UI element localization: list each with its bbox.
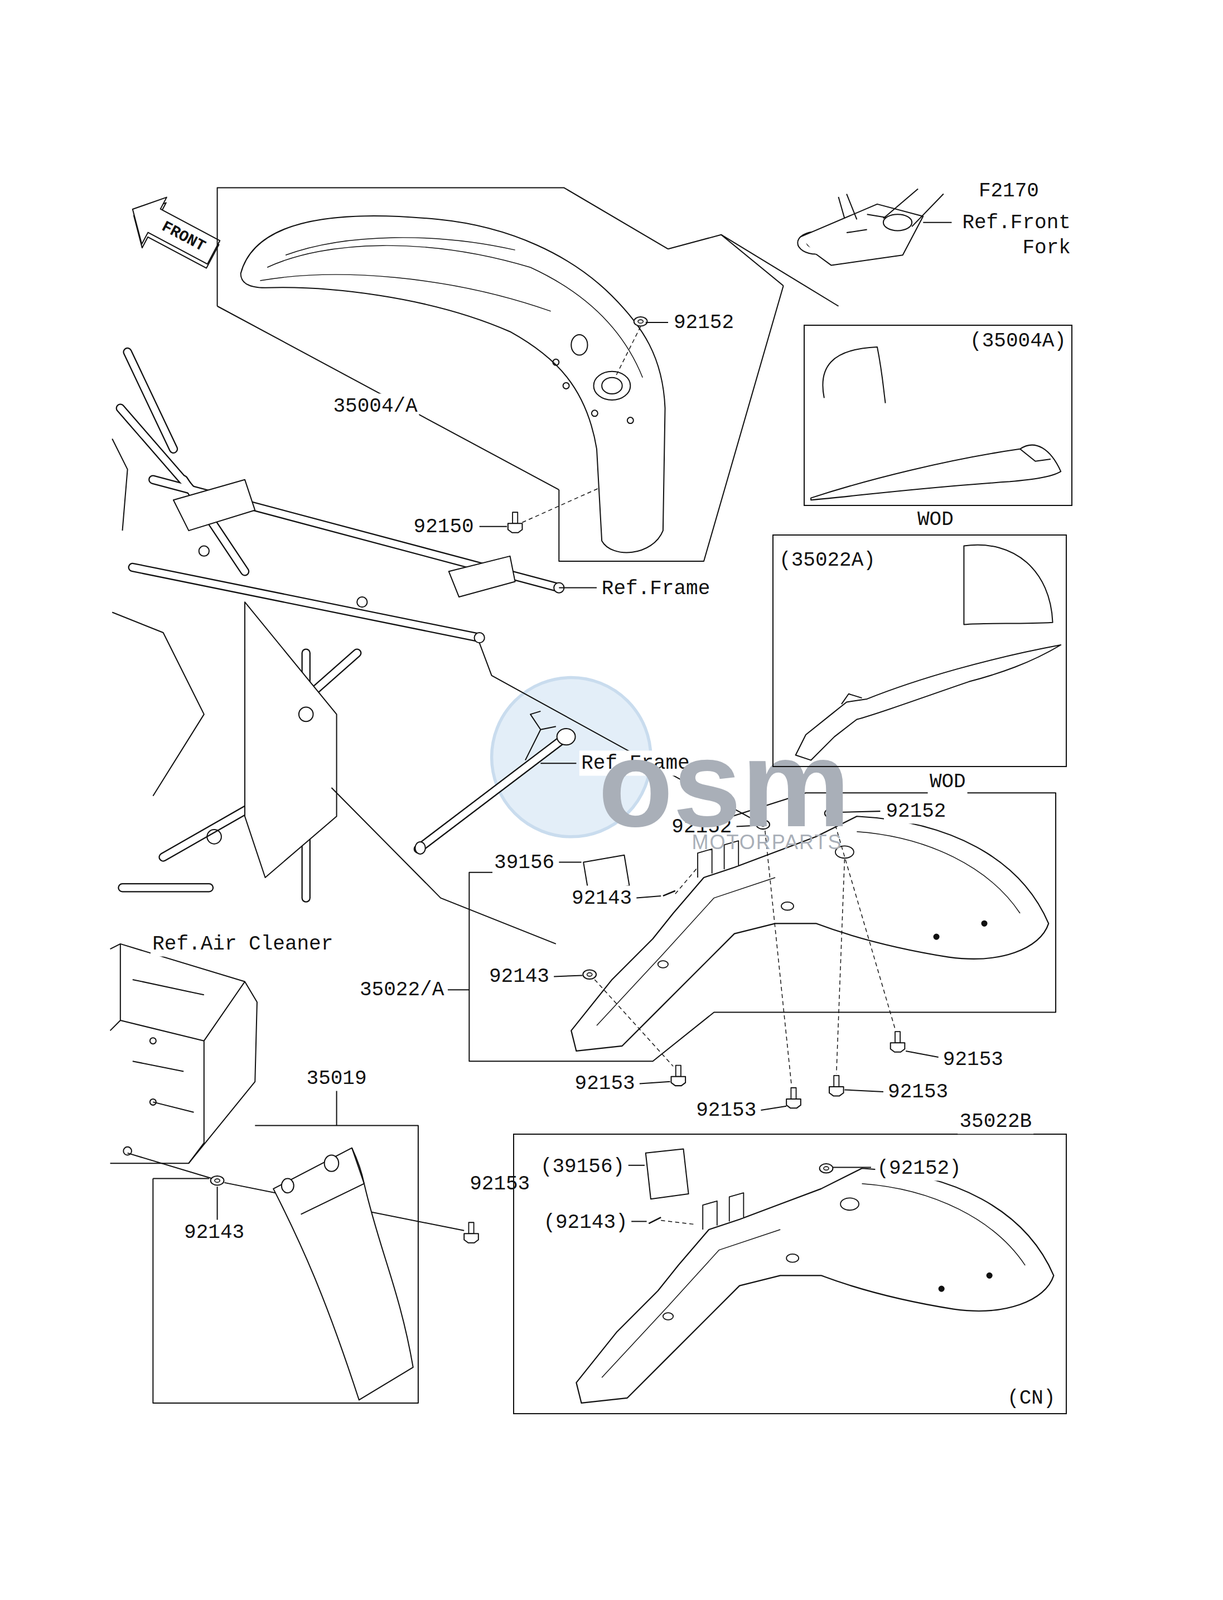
market-code: WOD — [915, 506, 956, 533]
callout-number: 92143 — [569, 885, 634, 911]
reference-label: Ref.Front Fork — [955, 210, 1073, 261]
market-code: (CN) — [1005, 1384, 1057, 1410]
variant-box: 35022B(39156)(92152)(92143)(CN) — [513, 1133, 1067, 1414]
direction-label: FRONT — [156, 216, 211, 258]
callout-number: 92150 — [412, 513, 476, 539]
callout-number: 35022/A — [358, 977, 446, 1003]
callout-number: 92152 — [883, 798, 948, 824]
callout-number: 92153 — [573, 1070, 637, 1096]
market-code: WOD — [927, 769, 968, 795]
callout-number: (92152) — [875, 1155, 963, 1181]
callout-number: 92153 — [467, 1170, 532, 1196]
variant-code: (35022A) — [777, 547, 878, 573]
variant-code: (35004A) — [968, 328, 1068, 354]
callout-number: 92152 — [672, 309, 736, 335]
callout-number: 92153 — [941, 1046, 1005, 1072]
reference-label: Ref.Frame — [600, 576, 712, 602]
callout-number: 35004/A — [331, 393, 419, 419]
inset-box: (35004A)WOD — [803, 324, 1073, 507]
watermark: osm — [596, 722, 852, 845]
callout-number: 92143 — [487, 963, 551, 989]
inset-box: (35022A)WOD — [772, 534, 1068, 767]
callout-number: 39156 — [492, 849, 557, 875]
part-number: 35022B — [957, 1108, 1034, 1134]
callout-number: 92143 — [182, 1219, 246, 1245]
callout-number: 92153 — [886, 1079, 950, 1105]
reference-label: Ref.Air Cleaner — [150, 930, 335, 956]
callout-number: (39156) — [538, 1153, 627, 1179]
figure-code: F2170 — [977, 178, 1041, 204]
watermark: MOTORPARTS — [689, 828, 844, 854]
callout-number: (92143) — [541, 1209, 630, 1235]
callout-number: 35019 — [305, 1065, 369, 1091]
callout-number: 92153 — [694, 1096, 758, 1123]
